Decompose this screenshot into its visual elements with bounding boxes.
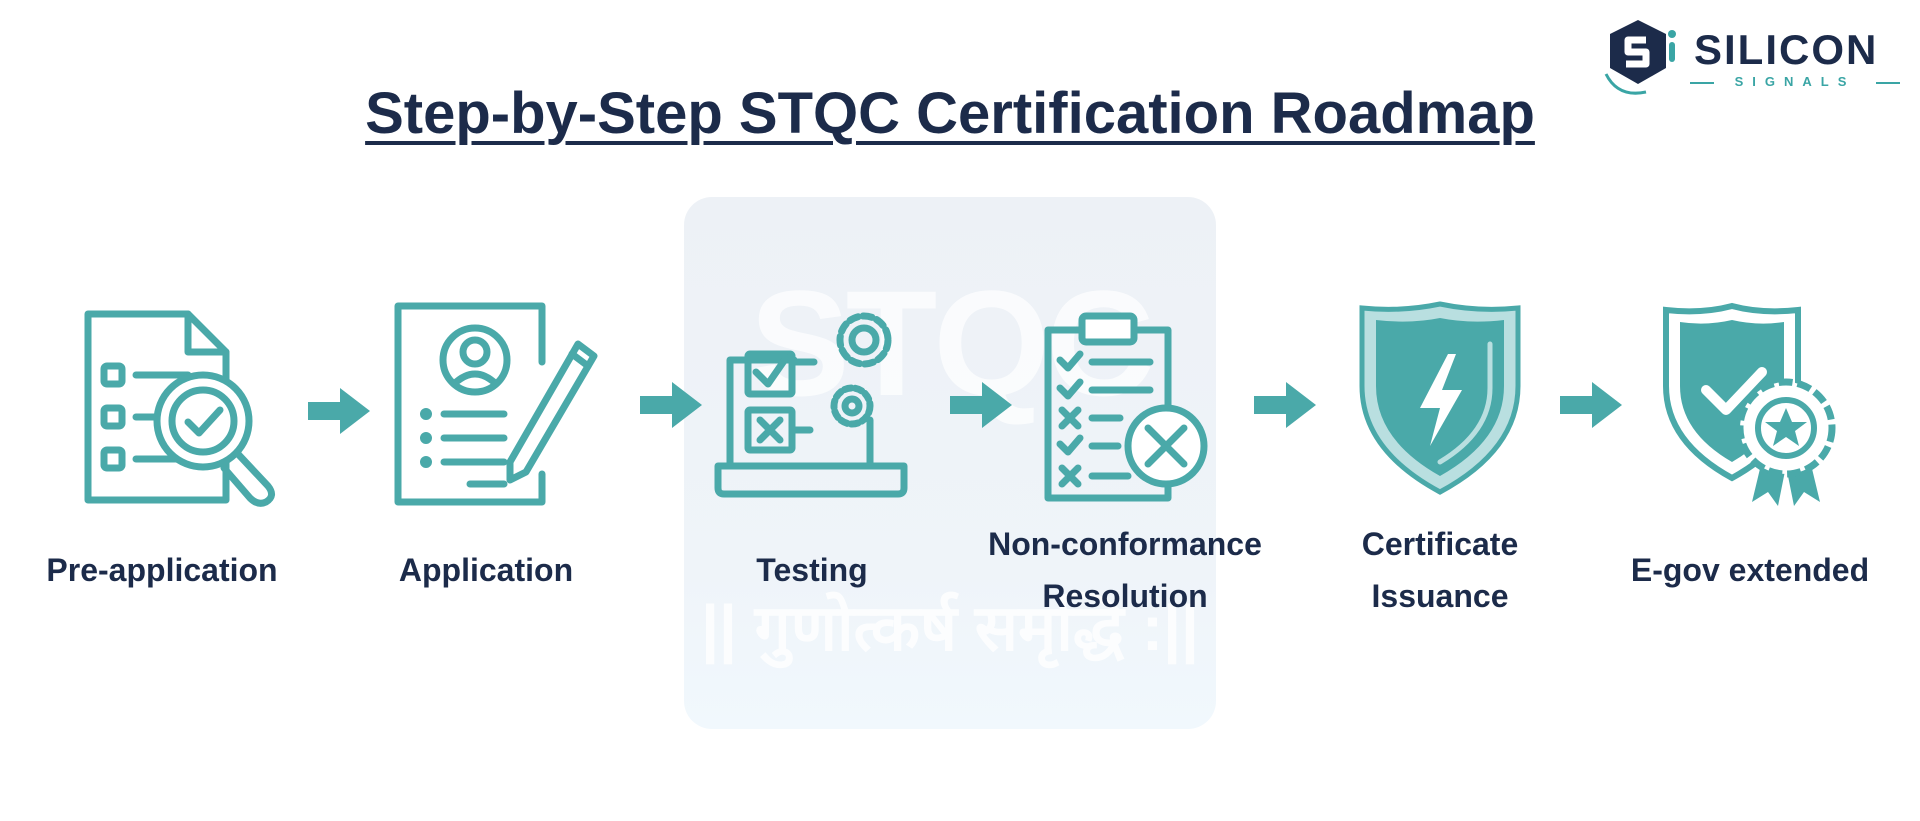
step-label-application: Application (398, 552, 574, 588)
document-search-icon (84, 310, 275, 507)
laptop-gears-checklist-icon (714, 312, 908, 498)
arrow-right-icon (308, 388, 370, 434)
arrow-right-icon (640, 382, 702, 428)
arrow-right-icon (1560, 382, 1622, 428)
profile-form-pencil-icon (394, 302, 598, 506)
clipboard-reject-icon (1044, 312, 1208, 502)
brand-name: SILICON (1694, 26, 1879, 73)
step-label-non-conformance-resolution: Non-conformance Resolution (988, 526, 1262, 614)
page-title: Step-by-Step STQC Certification Roadmap (365, 81, 1535, 146)
step-label-certificate-issuance: Certificate Issuance (1361, 526, 1519, 614)
brand-subtitle: SIGNALS (1690, 74, 1900, 89)
arrow-right-icon (950, 382, 1012, 428)
step-label-pre-application: Pre-application (46, 552, 278, 588)
brand-mark-icon (1604, 20, 1676, 95)
step-label-e-gov-extended: E-gov extended (1630, 552, 1870, 588)
watermark-tagline: || गुणोत्कर्ष समृद्धि :|| (701, 592, 1199, 664)
step-label-testing: Testing (756, 552, 868, 588)
stqc-watermark: STQC || गुणोत्कर्ष समृद्धि :|| (684, 197, 1216, 729)
arrow-right-icon (1254, 382, 1316, 428)
shield-check-badge-icon (1663, 302, 1836, 506)
brand-logo: SILICON SIGNALS (1598, 14, 1900, 98)
shield-bolt-icon (1359, 301, 1521, 495)
